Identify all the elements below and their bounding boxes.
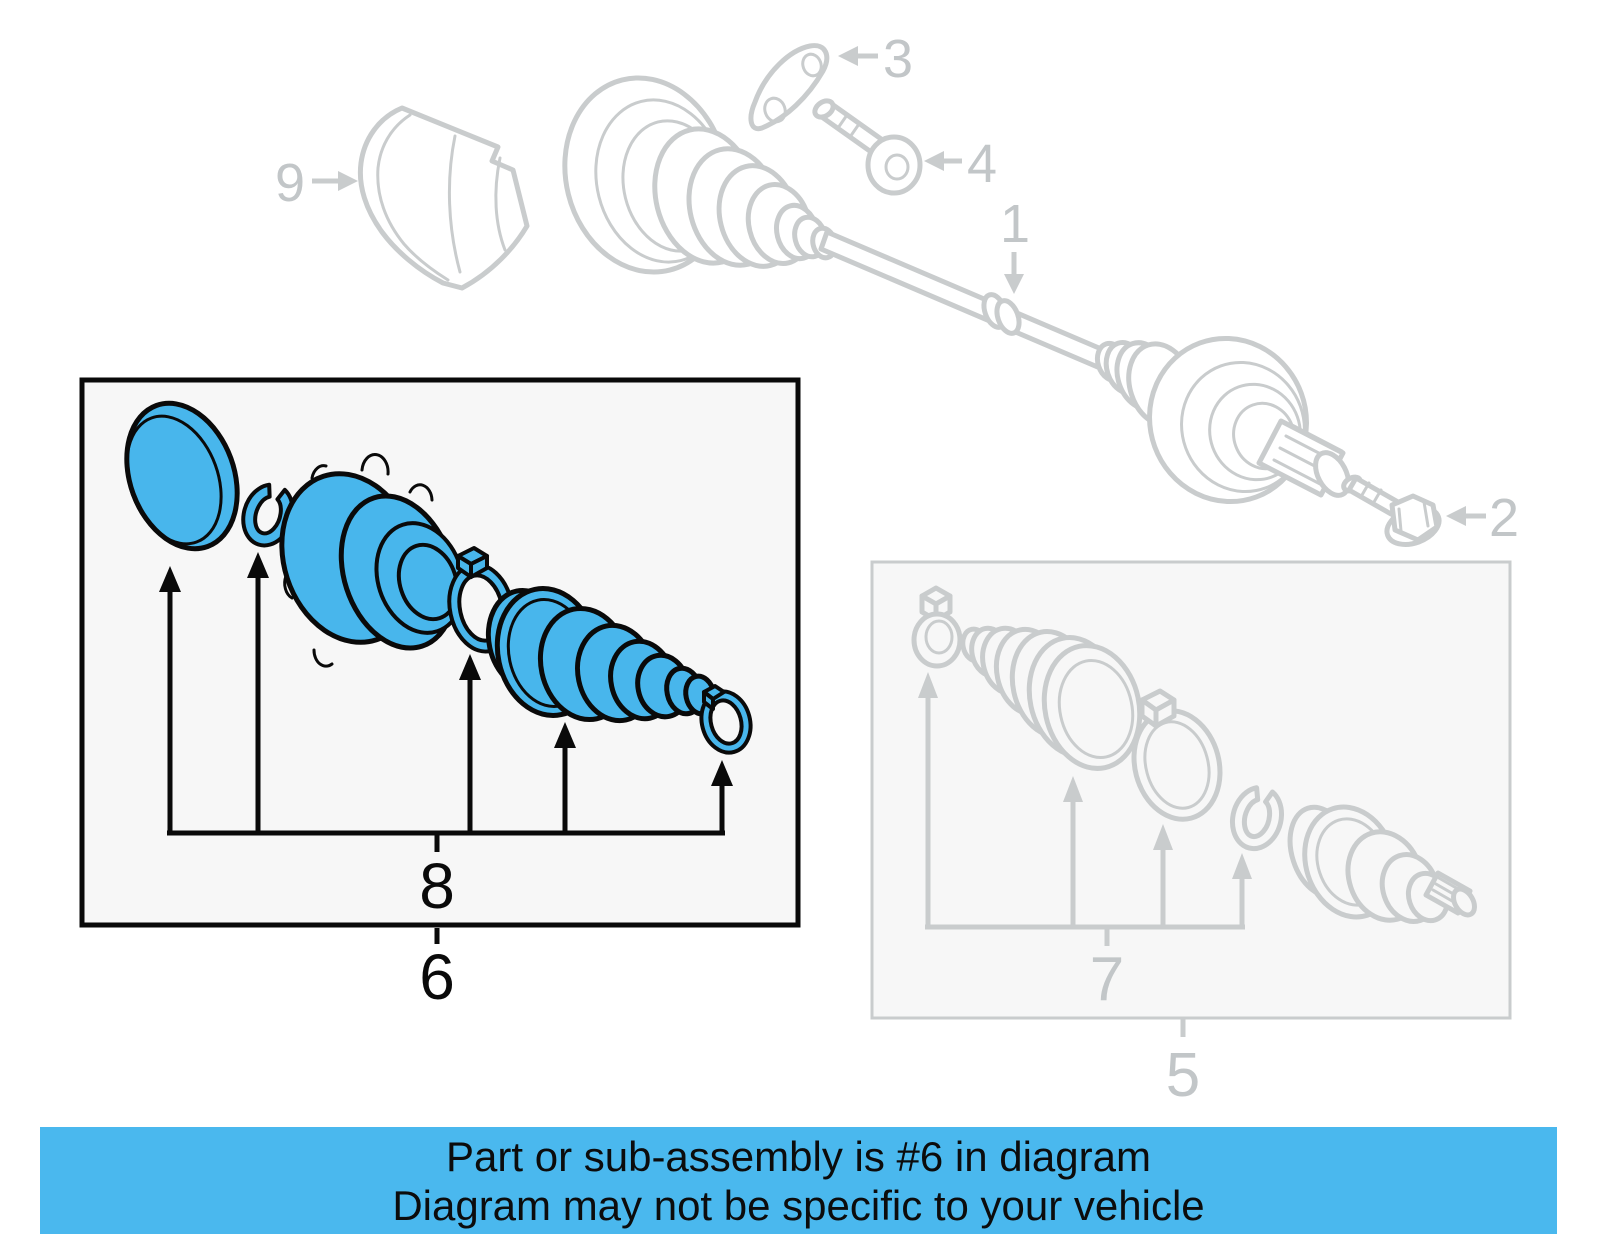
callout-2: 2 [1446, 488, 1519, 548]
cv-boot-part [485, 586, 717, 724]
callout-label-5: 5 [1166, 1041, 1200, 1110]
callout-label-2: 2 [1489, 488, 1519, 548]
inner-cv-boot [562, 75, 838, 275]
kit-boot-part [960, 625, 1143, 771]
outer-joint-bolt-part [1341, 474, 1442, 547]
boot-clamp-small-part [699, 684, 753, 755]
kit-snap-ring-part [1230, 785, 1285, 852]
callout-label-8: 8 [419, 850, 455, 922]
arrow-left-icon [1446, 506, 1466, 526]
heat-shield-part [357, 105, 530, 291]
banner-line-1: Part or sub-assembly is #6 in diagram [446, 1132, 1151, 1180]
arrow-down-icon [1004, 274, 1024, 294]
highlight-callout-arrows [159, 552, 733, 852]
callout-9: 9 [275, 153, 358, 213]
axle-shaft [818, 229, 1116, 374]
banner-line-2: Diagram may not be specific to your vehi… [392, 1181, 1205, 1229]
axle-assembly-drawing: 9 3 4 1 2 [275, 29, 1519, 548]
related-kit-box: 7 5 [870, 560, 1512, 1110]
inner-cv-joint-part [1287, 804, 1477, 924]
arrow-left-icon [838, 46, 858, 66]
hub-bolt-part [812, 98, 923, 196]
callout-label-9: 9 [275, 153, 305, 213]
callout-label-1: 1 [1000, 194, 1030, 254]
kit-callout-arrows [918, 672, 1252, 946]
callout-3: 3 [838, 29, 913, 89]
mount-bracket-part [748, 43, 830, 132]
dust-cap-part [124, 400, 240, 552]
callout-label-6: 6 [419, 941, 455, 1013]
callout-1: 1 [1000, 194, 1030, 294]
kit-bolt-part [911, 585, 963, 669]
callout-label-7: 7 [1090, 945, 1124, 1014]
highlighted-part-box: 8 6 [79, 377, 801, 1013]
callout-label-3: 3 [883, 29, 913, 89]
arrow-left-icon [924, 151, 944, 171]
callout-4: 4 [924, 134, 997, 194]
outer-cv-joint [1094, 335, 1351, 505]
info-banner: Part or sub-assembly is #6 in diagram Di… [40, 1127, 1557, 1234]
callout-label-4: 4 [967, 134, 997, 194]
arrow-right-icon [338, 171, 358, 191]
wheel-hub-part [279, 453, 466, 668]
kit-clamp-part [1131, 688, 1223, 822]
